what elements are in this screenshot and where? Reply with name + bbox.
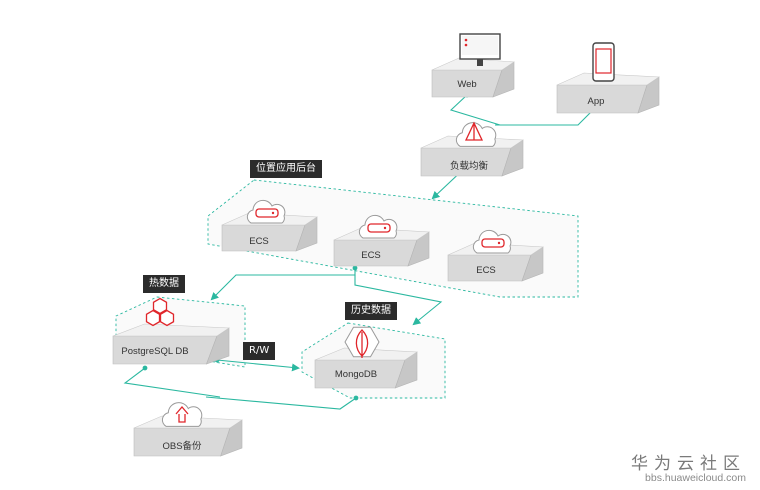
cloud-server-icon <box>358 214 398 239</box>
hexagon-cluster-icon-right <box>159 309 175 327</box>
monitor-icon-led-1 <box>464 38 468 42</box>
hexagon-cluster-icon-top <box>152 297 168 315</box>
node-obs-backup <box>133 402 243 457</box>
edge-dot-backend <box>352 265 358 271</box>
cloud-upload-icon-outline <box>161 402 203 427</box>
cloud-server-icon <box>246 199 286 224</box>
cloud-server-icon-glyph <box>367 223 391 233</box>
monitor-icon-stand <box>477 59 483 66</box>
cloud-server-icon-glyph <box>481 238 505 248</box>
edge-app-to-lb <box>495 107 596 126</box>
edge-backend-to-history <box>354 275 443 326</box>
edge-history-to-obs <box>205 396 357 410</box>
node-label-ecs-2: ECS <box>361 250 381 261</box>
watermark-url: bbs.huaweicloud.com <box>645 472 746 484</box>
node-ecs-1 <box>221 199 318 252</box>
node-label-app: App <box>587 96 605 107</box>
edge-postgres-to-mongo-rw <box>216 359 300 372</box>
node-label-mongodb: MongoDB <box>334 369 378 380</box>
edge-dot-history <box>353 395 359 401</box>
cloud-server-icon-glyph <box>255 208 279 218</box>
cloud-server-icon-led <box>497 241 501 245</box>
edge-backend-to-hot <box>210 268 356 301</box>
leaf-icon-glyph <box>355 329 369 358</box>
group-tag-history-data: 历史数据 <box>345 302 397 320</box>
node-label-postgresql: PostgreSQL DB <box>121 346 189 357</box>
phone-icon <box>592 42 615 82</box>
node-label-ecs-3: ECS <box>476 265 496 276</box>
node-label-web: Web <box>457 79 477 90</box>
edge-dot-hot <box>142 365 148 371</box>
node-load-balancer <box>420 121 524 177</box>
edge-web-to-lb <box>449 94 501 126</box>
load-balancer-icon-glyph <box>464 121 484 141</box>
node-label-ecs-1: ECS <box>249 236 269 247</box>
hexagon-cluster-icon-left <box>145 309 161 327</box>
edge-hot-to-obs <box>123 367 221 398</box>
node-mongodb <box>314 326 418 389</box>
cloud-server-icon-led <box>271 211 275 215</box>
node-app <box>556 42 660 114</box>
group-tag-hot-data: 热数据 <box>143 275 185 293</box>
cloud-server-icon-led <box>383 226 387 230</box>
load-balancer-icon <box>455 121 497 147</box>
node-ecs-2 <box>333 214 430 267</box>
node-ecs-3 <box>447 229 544 282</box>
cloud-server-icon <box>472 229 512 254</box>
leaf-icon <box>344 326 380 358</box>
node-web-top <box>431 57 515 71</box>
node-label-obs-backup: OBS备份 <box>162 441 202 452</box>
node-web <box>431 33 515 98</box>
node-postgresql-top <box>112 323 230 337</box>
hexagon-cluster-icon <box>145 297 175 327</box>
monitor-icon-panel <box>462 36 498 55</box>
edge-label-rw: R/W <box>243 342 276 360</box>
cloud-upload-icon-glyph <box>175 406 189 423</box>
node-postgresql <box>112 297 230 365</box>
cloud-upload-icon <box>161 402 203 427</box>
node-label-load-balancer: 负载均衡 <box>449 161 489 172</box>
phone-icon-screen <box>595 48 612 74</box>
monitor-icon-led-2 <box>464 43 468 47</box>
watermark-title: 华为云社区 <box>631 454 746 474</box>
group-tag-backend: 位置应用后台 <box>250 160 322 178</box>
monitor-icon <box>459 33 501 66</box>
